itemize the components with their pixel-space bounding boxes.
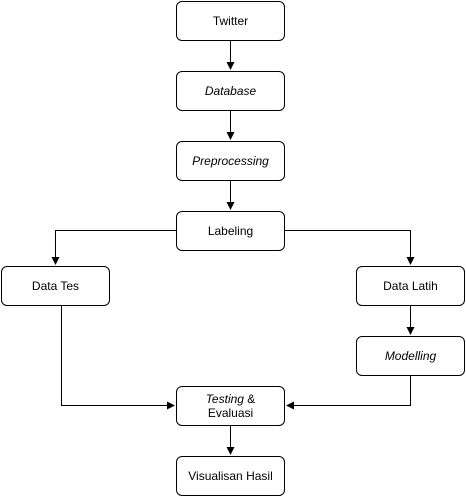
node-modelling-label: Modelling (384, 349, 437, 363)
arrow-modelling-to-testing (286, 375, 411, 410)
node-database: Database (176, 71, 285, 111)
node-twitter-label: Twitter (212, 14, 249, 28)
node-data-latih: Data Latih (356, 266, 465, 306)
node-data-tes: Data Tes (1, 266, 110, 306)
node-twitter: Twitter (176, 1, 285, 41)
node-preprocessing: Preprocessing (176, 141, 285, 181)
testing-ampersand: & (243, 392, 256, 406)
arrow-labeling-to-data-tes (51, 230, 176, 265)
arrow-data-tes-to-testing (61, 305, 175, 410)
node-data-latih-label: Data Latih (383, 279, 438, 293)
node-labeling: Labeling (176, 211, 285, 251)
node-modelling: Modelling (356, 336, 465, 376)
node-testing-evaluasi: Testing & Evaluasi (176, 386, 285, 426)
node-visualisan-hasil-label: Visualisan Hasil (188, 469, 273, 483)
node-data-tes-label: Data Tes (31, 279, 80, 293)
node-database-label: Database (204, 84, 257, 98)
testing-word: Testing (205, 392, 244, 406)
arrow-labeling-to-data-latih (285, 230, 415, 265)
node-preprocessing-label: Preprocessing (192, 154, 269, 168)
node-visualisan-hasil: Visualisan Hasil (176, 456, 285, 496)
evaluasi-word: Evaluasi (207, 406, 254, 420)
node-testing-evaluasi-label: Testing & Evaluasi (206, 392, 256, 420)
node-labeling-label: Labeling (207, 224, 254, 238)
